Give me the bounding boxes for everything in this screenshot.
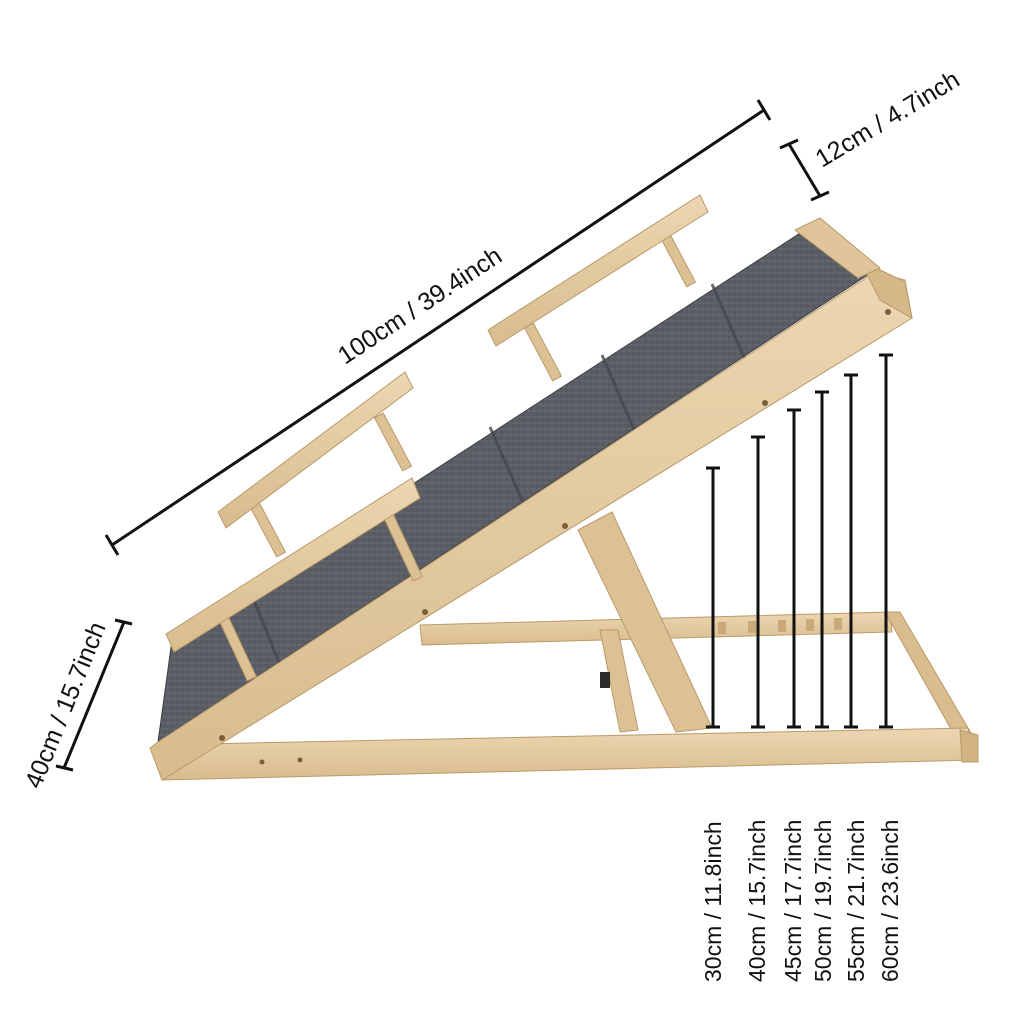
base-frame [154,611,979,781]
height-setting-label: 40cm / 15.7inch [744,820,770,982]
length-dimension [104,99,772,556]
height-setting-lines [706,353,893,729]
ramp-side-rail [149,271,913,781]
height-setting-label: 45cm / 17.7inch [780,820,806,982]
height-setting-label: 55cm / 21.7inch [843,820,869,982]
near-handrail [165,477,423,682]
far-handrails [217,194,709,558]
pet-ramp-illustration [149,194,979,781]
height-setting-label: 30cm / 11.8inch [700,821,726,982]
rail-height-dimension [779,138,830,202]
height-setting-label: 50cm / 19.7inch [810,820,836,982]
rail-height-label: 12cm / 4.7inch [811,65,965,173]
length-label: 100cm / 39.4inch [333,242,507,370]
height-setting-label: 60cm / 23.6inch [877,820,903,982]
base-height-dimension [55,618,133,772]
rail-screws [219,309,891,741]
height-notches [718,618,842,634]
height-setting-labels: 30cm / 11.8inch 40cm / 15.7inch 45cm / 1… [700,820,903,982]
